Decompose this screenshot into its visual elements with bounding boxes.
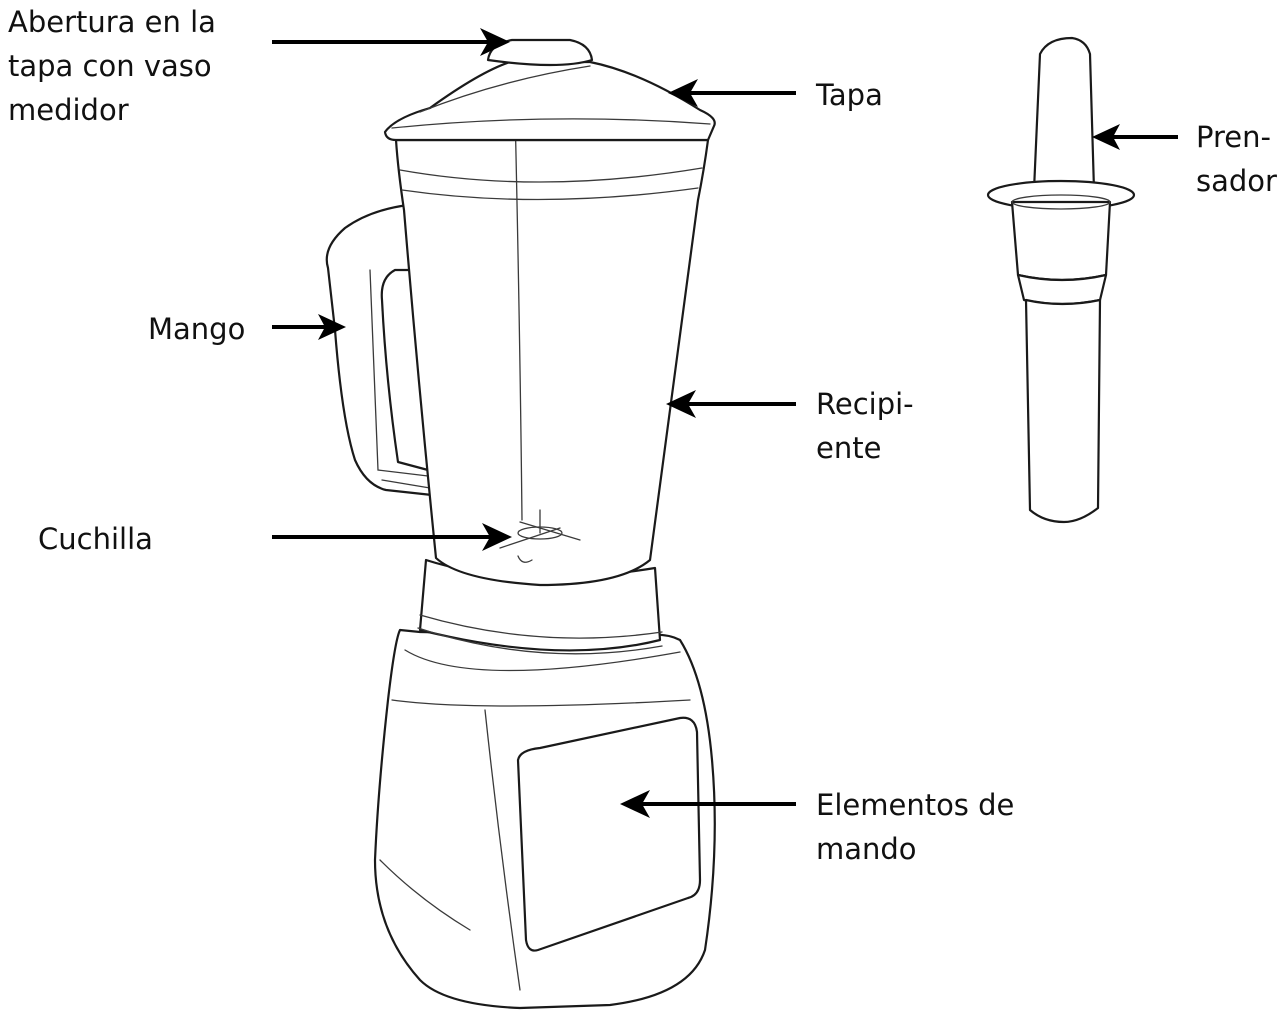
arrow-cuchilla [272,523,512,551]
label-prensador: Pren- sador [1196,120,1277,198]
label-recipiente: Recipi- ente [816,387,914,465]
blade [499,509,581,563]
arrow-elementos [620,790,796,818]
lid [383,60,716,142]
label-mango: Mango [148,312,246,346]
label-elementos: Elementos de mando [816,788,1015,866]
handle [325,203,434,497]
label-cuchilla: Cuchilla [38,522,153,556]
label-tapa: Tapa [816,78,883,112]
label-abertura: Abertura en la tapa con vaso medidor [8,5,216,127]
control-panel [516,716,702,952]
tamper [986,36,1136,524]
jar [394,109,710,587]
arrow-abertura [272,28,510,56]
arrow-mango [272,314,346,340]
arrow-recipiente [666,390,796,418]
arrow-prensador [1092,124,1178,150]
arrow-tapa [668,79,796,107]
